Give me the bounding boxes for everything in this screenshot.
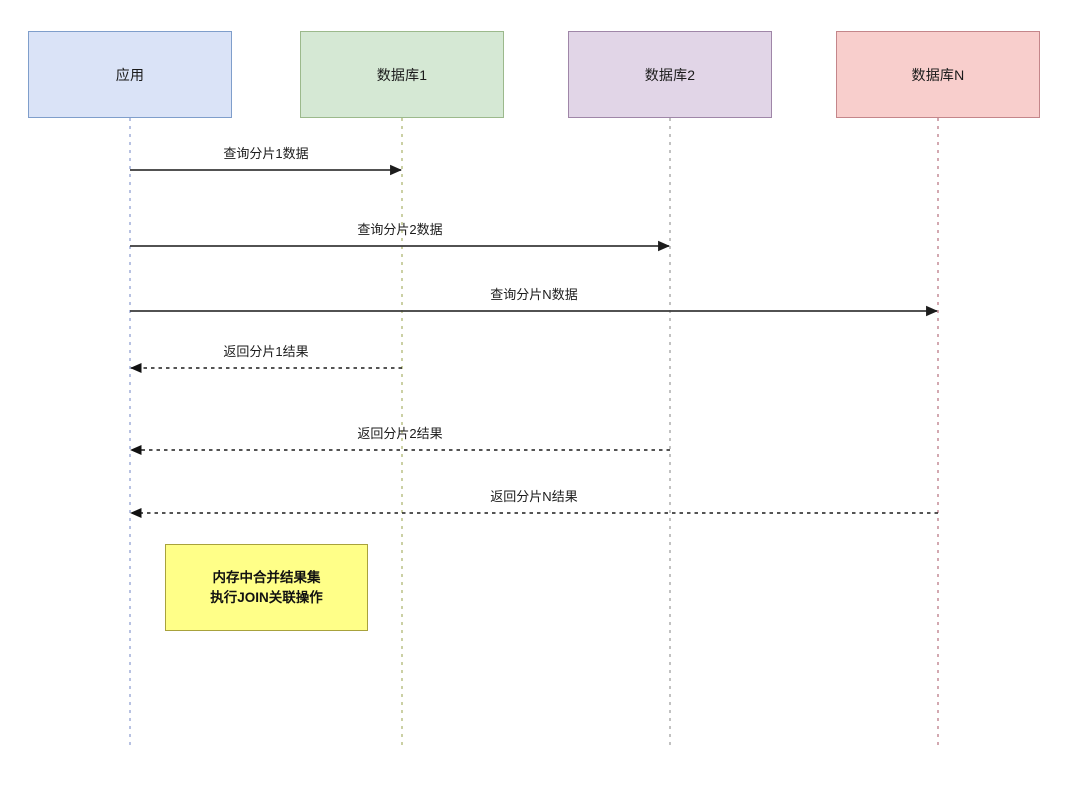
participant-box-db2[interactable]: 数据库2: [568, 31, 772, 118]
participant-box-dbn[interactable]: 数据库N: [836, 31, 1040, 118]
message-label-m1: 查询分片1数据: [223, 146, 309, 161]
participant-label-db1: 数据库1: [376, 66, 428, 83]
message-label-m5: 返回分片2结果: [357, 426, 443, 441]
note-line: 执行JOIN关联操作: [210, 589, 323, 605]
participant-box-app[interactable]: 应用: [28, 31, 232, 118]
message-label-m6: 返回分片N结果: [490, 489, 578, 504]
participant-label-db2: 数据库2: [644, 66, 696, 83]
note-box-note-merge[interactable]: 内存中合并结果集执行JOIN关联操作: [165, 544, 368, 631]
participant-label-app: 应用: [115, 66, 145, 83]
lifeline-group: [129, 118, 939, 745]
message-label-m3: 查询分片N数据: [490, 287, 578, 302]
message-label-m4: 返回分片1结果: [223, 344, 309, 359]
participant-label-dbn: 数据库N: [911, 66, 965, 83]
participant-box-db1[interactable]: 数据库1: [300, 31, 504, 118]
note-line: 内存中合并结果集: [212, 569, 321, 585]
message-label-m2: 查询分片2数据: [357, 222, 443, 237]
message-arrow-group: [130, 164, 938, 519]
